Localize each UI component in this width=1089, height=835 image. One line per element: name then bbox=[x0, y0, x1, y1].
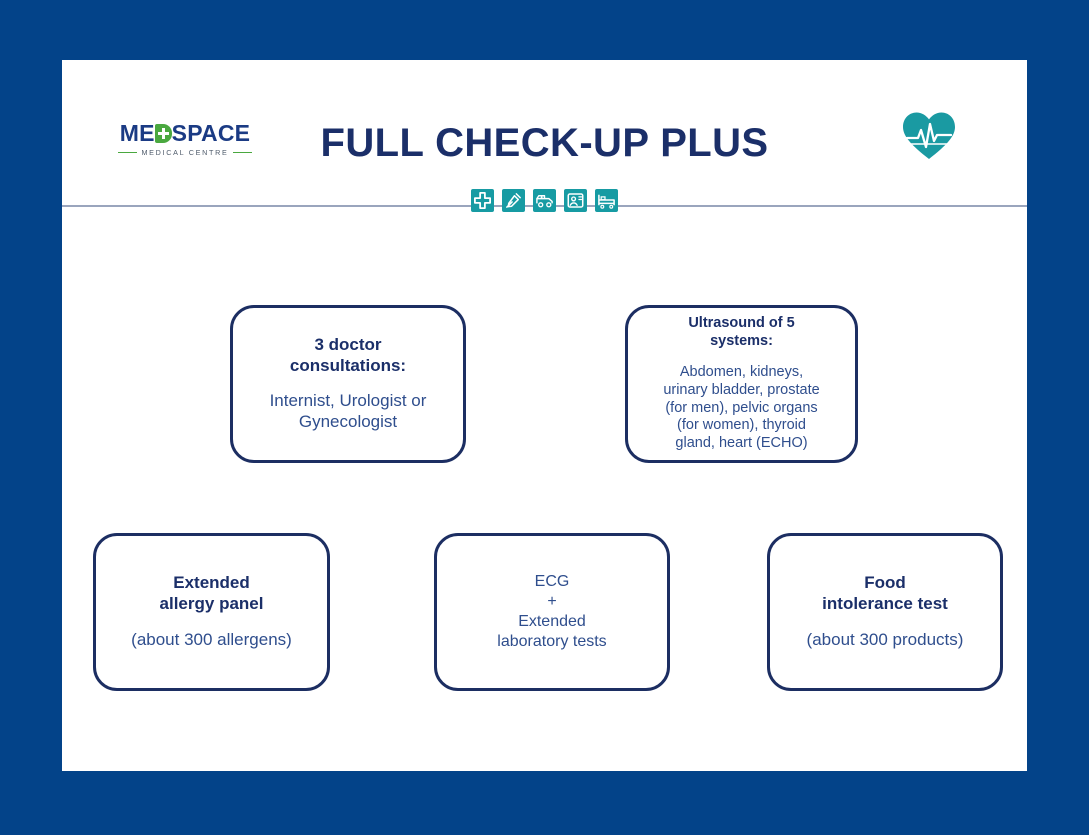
feature-box-ecg-lab-tests[interactable]: ECG + Extended laboratory tests bbox=[434, 533, 670, 691]
feature-box-body: Abdomen, kidneys, urinary bladder, prost… bbox=[663, 364, 820, 451]
slide-header: ME SPACE MEDICAL CENTRE FULL CHECK-UP PL… bbox=[62, 60, 1027, 205]
page-title: FULL CHECK-UP PLUS bbox=[320, 121, 769, 165]
feature-box-title: Food intolerance test bbox=[822, 573, 948, 613]
feature-box-title: Extended allergy panel bbox=[159, 573, 264, 613]
heart-ecg-icon bbox=[901, 110, 957, 162]
medical-cross-icon bbox=[471, 189, 494, 212]
medical-icon-strip bbox=[62, 189, 1027, 212]
green-d-cross-icon bbox=[154, 124, 172, 143]
logo-rule-right bbox=[232, 151, 252, 154]
medical-record-icon bbox=[564, 189, 587, 212]
medspace-logo: ME SPACE MEDICAL CENTRE bbox=[118, 122, 252, 156]
logo-wordmark: ME SPACE bbox=[118, 122, 252, 145]
logo-subtitle: MEDICAL CENTRE bbox=[141, 148, 229, 157]
slide-card: ME SPACE MEDICAL CENTRE FULL CHECK-UP PL… bbox=[62, 60, 1027, 771]
logo-rule-left bbox=[118, 151, 138, 154]
feature-box-body: Internist, Urologist or Gynecologist bbox=[269, 391, 427, 431]
hospital-bed-icon bbox=[595, 189, 618, 212]
feature-box-allergy-panel[interactable]: Extended allergy panel (about 300 allerg… bbox=[93, 533, 330, 691]
logo-word-part-2: SPACE bbox=[171, 120, 251, 146]
logo-subtitle-row: MEDICAL CENTRE bbox=[118, 149, 252, 156]
feature-box-food-intolerance[interactable]: Food intolerance test (about 300 product… bbox=[767, 533, 1003, 691]
feature-box-body: (about 300 products) bbox=[806, 630, 964, 650]
feature-box-title: 3 doctor consultations: bbox=[289, 335, 407, 375]
feature-box-title: Ultrasound of 5 systems: bbox=[688, 315, 795, 349]
feature-box-body: ECG + Extended laboratory tests bbox=[497, 573, 607, 650]
feature-box-consultations[interactable]: 3 doctor consultations: Internist, Urolo… bbox=[230, 305, 466, 463]
logo-word-part-1: ME bbox=[119, 120, 155, 146]
feature-box-body: (about 300 allergens) bbox=[131, 630, 292, 650]
ambulance-icon bbox=[533, 189, 556, 212]
syringe-icon bbox=[502, 189, 525, 212]
feature-box-ultrasound[interactable]: Ultrasound of 5 systems: Abdomen, kidney… bbox=[625, 305, 858, 463]
